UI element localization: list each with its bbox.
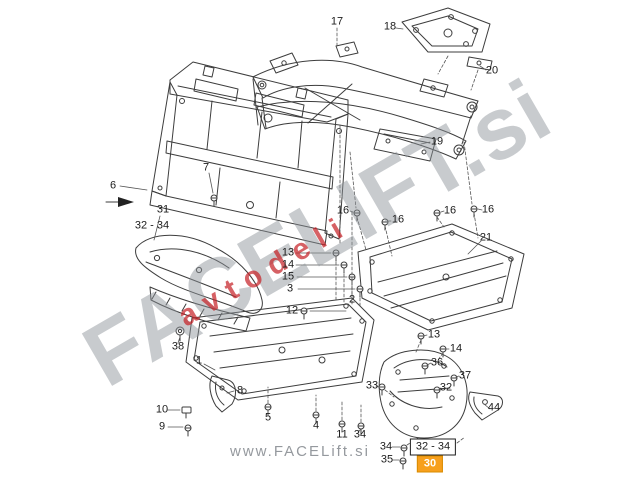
underbody-panel-main — [185, 297, 375, 401]
callout-7: 7 — [202, 161, 210, 174]
bracket-part-8 — [209, 375, 236, 413]
air-guide-left — [135, 234, 263, 332]
callout-16c: 16 — [443, 204, 457, 217]
callout-21: 21 — [479, 231, 493, 244]
callout-1: 1 — [195, 354, 203, 367]
callout-range-32-34-bottom[interactable]: 32 - 34 — [409, 438, 457, 456]
direction-arrow-icon — [105, 197, 134, 207]
callout-5: 5 — [264, 411, 272, 424]
callout-30-highlighted[interactable]: 30 — [416, 455, 444, 473]
callout-33: 33 — [365, 379, 379, 392]
callout-37: 37 — [458, 369, 472, 382]
callout-12: 12 — [285, 304, 299, 317]
callout-9: 9 — [158, 420, 166, 433]
callout-10: 10 — [155, 403, 169, 416]
callout-36: 36 — [430, 356, 444, 369]
callout-8: 8 — [236, 384, 244, 397]
callout-17: 17 — [330, 15, 344, 28]
lock-carrier-outline — [149, 61, 349, 246]
callout-16b: 16 — [391, 213, 405, 226]
subframe-outline — [252, 41, 479, 160]
clip-part-10 — [181, 406, 192, 419]
callout-range-32-34-top: 32 - 34 — [134, 219, 170, 232]
callout-6: 6 — [109, 179, 117, 192]
callout-13a: 13 — [281, 246, 295, 259]
callout-34a: 34 — [353, 428, 367, 441]
mount-bracket-part-18 — [401, 7, 491, 53]
underbody-panel-right — [357, 223, 525, 331]
callout-18: 18 — [383, 20, 397, 33]
wheel-liner-part-30 — [378, 349, 468, 439]
callout-34b: 34 — [379, 440, 393, 453]
callout-2: 2 — [348, 293, 356, 306]
leader-lines — [119, 27, 491, 461]
callout-14b: 14 — [449, 342, 463, 355]
callout-14a: 14 — [281, 258, 295, 271]
callout-13b: 13 — [427, 328, 441, 341]
callout-15: 15 — [281, 270, 295, 283]
callout-16a: 16 — [336, 204, 350, 217]
callout-32: 32 — [439, 381, 453, 394]
callout-19: 19 — [430, 135, 444, 148]
callout-31: 31 — [156, 203, 170, 216]
small-bracket-part-20 — [466, 56, 493, 71]
callout-35: 35 — [380, 453, 394, 466]
callout-44: 44 — [487, 401, 501, 414]
callout-20: 20 — [485, 64, 499, 77]
heat-shield-part-19 — [373, 128, 437, 162]
callout-16d: 16 — [481, 203, 495, 216]
callout-4: 4 — [312, 419, 320, 432]
grommet-part-38 — [175, 326, 185, 342]
callout-38: 38 — [171, 340, 185, 353]
callout-11: 11 — [336, 428, 348, 441]
callout-3: 3 — [286, 282, 294, 295]
